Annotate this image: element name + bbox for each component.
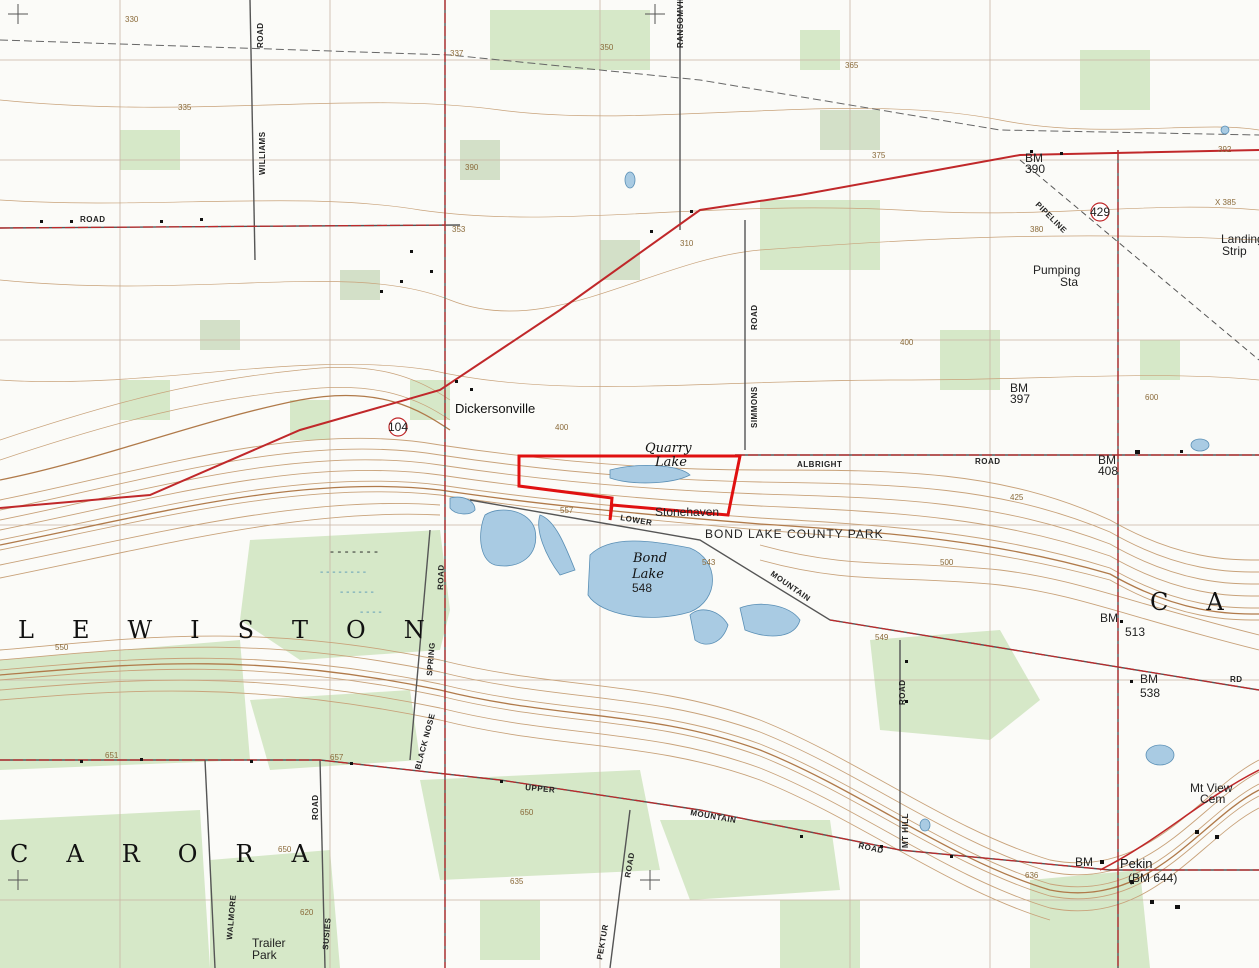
road-spring-road: ROAD — [436, 564, 446, 590]
bond-lake — [587, 540, 713, 618]
road-right: RD — [1230, 675, 1243, 684]
bm-408-b: 408 — [1098, 464, 1118, 478]
elev-651: 651 — [105, 751, 119, 760]
road-left: ROAD — [80, 215, 106, 224]
place-bond-lake-county-park: BOND LAKE COUNTY PARK — [705, 527, 884, 541]
road-albright-road: ROAD — [975, 457, 1001, 466]
place-trailer-2: Park — [252, 948, 278, 962]
elev-392: 392 — [1218, 145, 1232, 154]
region-lewiston: LEWISTON — [18, 616, 463, 644]
route-104-label: 104 — [388, 420, 408, 434]
road-upper: UPPER — [525, 783, 556, 795]
elev-557: 557 — [560, 506, 574, 515]
place-trailer-1: Trailer — [252, 936, 286, 950]
road-simmons: SIMMONS — [750, 386, 759, 428]
bm-390-a: BM — [1025, 151, 1043, 165]
elev-330: 330 — [125, 15, 139, 24]
elev-385: X 385 — [1215, 198, 1236, 207]
road-bottom-left: ROAD — [623, 852, 636, 879]
lake-bond-elev: 548 — [632, 581, 652, 595]
bm-538-a: BM — [1140, 672, 1158, 686]
marsh-symbols: - - - - - - - - - - - - - - - - - - - - … — [320, 544, 382, 618]
elev-650: 650 — [520, 808, 534, 817]
route-429-shield — [1090, 202, 1110, 222]
bm-538-b: 538 — [1140, 686, 1160, 700]
place-landing-2: Strip — [1222, 244, 1247, 258]
elev-353: 353 — [452, 225, 466, 234]
elev-350: 350 — [600, 43, 614, 52]
route-shields — [388, 202, 1110, 437]
elev-550: 550 — [55, 643, 69, 652]
elev-380: 380 — [1030, 225, 1044, 234]
place-pumping-1: Pumping — [1033, 263, 1080, 277]
elev-657: 657 — [330, 753, 344, 762]
route-104-shield — [388, 417, 408, 437]
bm-408-a: BM — [1098, 453, 1116, 467]
index-contours — [0, 394, 1259, 894]
place-pekin: Pekin — [1120, 856, 1153, 871]
bm-513-a: BM — [1100, 611, 1118, 625]
region-cambr: CAMBR — [1150, 588, 1259, 616]
svg-text:- - - -: - - - - — [360, 607, 382, 618]
region-carora: CARORA — [10, 840, 347, 868]
elev-390: 390 — [465, 163, 479, 172]
road-susies: SUSIES — [321, 917, 333, 950]
road-albright: ALBRIGHT — [797, 460, 842, 469]
elev-365: 365 — [845, 61, 859, 70]
place-dickersonville: Dickersonville — [455, 401, 535, 416]
corner-ticks — [8, 4, 665, 890]
route-429-label: 429 — [1090, 205, 1110, 219]
road-simmons-road: ROAD — [750, 304, 759, 330]
place-pekin-bm: (BM 644) — [1128, 871, 1177, 885]
bm-pekin: BM — [1075, 855, 1093, 869]
bm-397-b: 397 — [1010, 392, 1030, 406]
road-top: ROAD — [256, 22, 265, 48]
svg-text:- - - - - -: - - - - - - — [340, 587, 374, 598]
place-stonehaven: Stonehaven — [655, 505, 719, 519]
elev-337: 337 — [450, 49, 464, 58]
highlighted-parcel[interactable] — [517, 454, 742, 521]
place-pumping-2: Sta — [1060, 275, 1078, 289]
elev-635: 635 — [510, 877, 524, 886]
road-walmore: WALMORE — [225, 894, 238, 940]
dashed-lines — [0, 39, 1259, 136]
water-bodies — [449, 125, 1230, 832]
elev-636: 636 — [1025, 871, 1039, 880]
elev-425: 425 — [1010, 493, 1024, 502]
road-spring: SPRING — [425, 642, 437, 676]
elev-620: 620 — [300, 908, 314, 917]
elev-650b: 650 — [278, 845, 292, 854]
road-mt-hill: MT HILL — [901, 813, 910, 848]
elev-400b: 400 — [900, 338, 914, 347]
road-williams: WILLIAMS — [258, 131, 267, 175]
place-landing-1: Landing — [1221, 232, 1259, 246]
lake-quarry-2: Lake — [654, 455, 687, 470]
road-ransomville: RANSOMVILLE — [676, 0, 685, 48]
elev-310: 310 — [680, 239, 694, 248]
elev-549: 549 — [875, 633, 889, 642]
elev-400: 400 — [555, 423, 569, 432]
road-hill: ROAD — [898, 679, 907, 705]
elev-500: 500 — [940, 558, 954, 567]
place-mt-view-cem-1: Mt View — [1190, 781, 1233, 795]
buildings — [40, 150, 1219, 909]
elev-375: 375 — [872, 151, 886, 160]
svg-text:- - - - - - - -: - - - - - - - - — [320, 567, 366, 578]
elev-543: 543 — [702, 558, 716, 567]
bm-390-b: 390 — [1025, 162, 1045, 176]
lake-bond-2: Lake — [631, 567, 664, 582]
elev-335: 335 — [178, 103, 192, 112]
bm-513-b: 513 — [1125, 625, 1145, 639]
road-bottom: ROAD — [311, 794, 320, 820]
bm-397-a: BM — [1010, 381, 1028, 395]
woodland-areas — [0, 10, 1180, 968]
svg-text:- - - - - - -: - - - - - - - — [330, 544, 378, 558]
place-mt-view-cem-2: Cem — [1200, 792, 1225, 806]
elev-600: 600 — [1145, 393, 1159, 402]
lake-quarry-1: Quarry — [645, 441, 692, 456]
lake-bond-1: Bond — [632, 551, 667, 566]
